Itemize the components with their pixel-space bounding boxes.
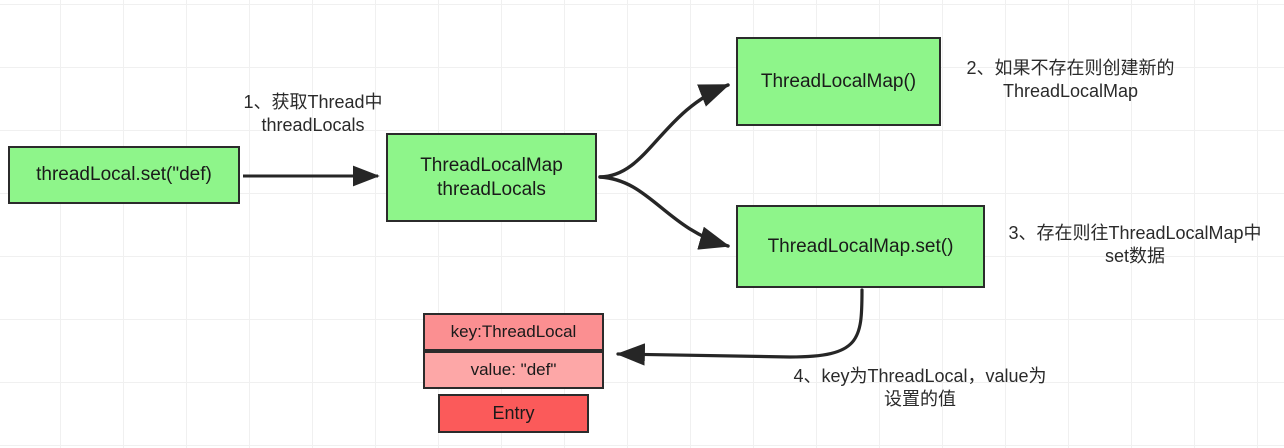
node-threadlocalmap-constructor[interactable]: ThreadLocalMap() <box>736 37 941 126</box>
node-threadlocal-set[interactable]: threadLocal.set("def) <box>8 146 240 204</box>
edge-mapset-to-entry <box>616 288 864 366</box>
label-step-1: 1、获取Thread中 threadLocals <box>243 92 383 136</box>
node-entry-value[interactable]: value: "def" <box>423 351 604 389</box>
edge-threadlocals-to-mapset <box>598 175 730 250</box>
label-step-2: 2、如果不存在则创建新的 ThreadLocalMap <box>966 58 1175 102</box>
node-entry-title[interactable]: Entry <box>438 394 589 433</box>
node-entry-key[interactable]: key:ThreadLocal <box>423 313 604 351</box>
node-threadlocalmap-threadlocals[interactable]: ThreadLocalMap threadLocals <box>386 133 597 222</box>
label-step-3: 3、存在则往ThreadLocalMap中 set数据 <box>1008 223 1262 267</box>
edge-threadlocals-to-newmap <box>598 83 730 179</box>
node-threadlocalmap-set[interactable]: ThreadLocalMap.set() <box>736 205 985 288</box>
label-step-4: 4、key为ThreadLocal，value为 设置的值 <box>793 366 1047 410</box>
